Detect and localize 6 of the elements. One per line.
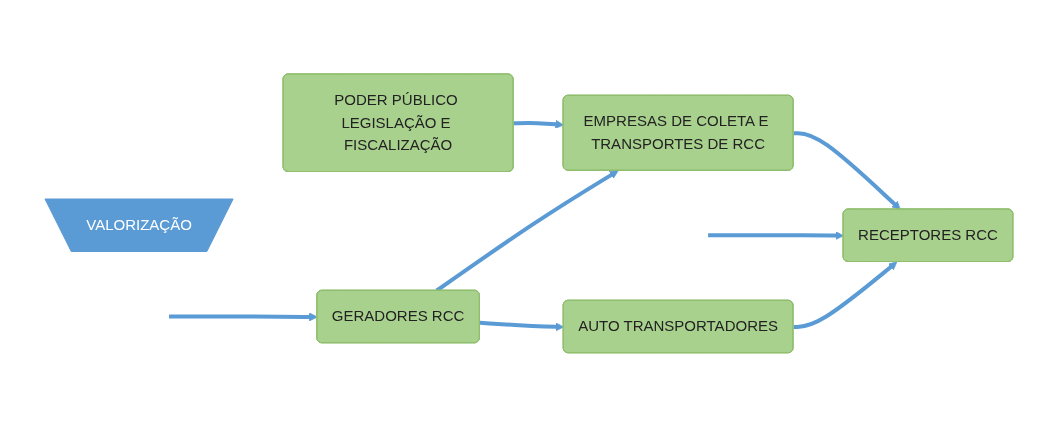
arrow	[479, 320, 564, 331]
arrow	[793, 130, 901, 210]
arrow	[168, 312, 318, 321]
arrow	[793, 261, 897, 329]
arrow	[513, 119, 564, 129]
arrow	[707, 230, 844, 240]
